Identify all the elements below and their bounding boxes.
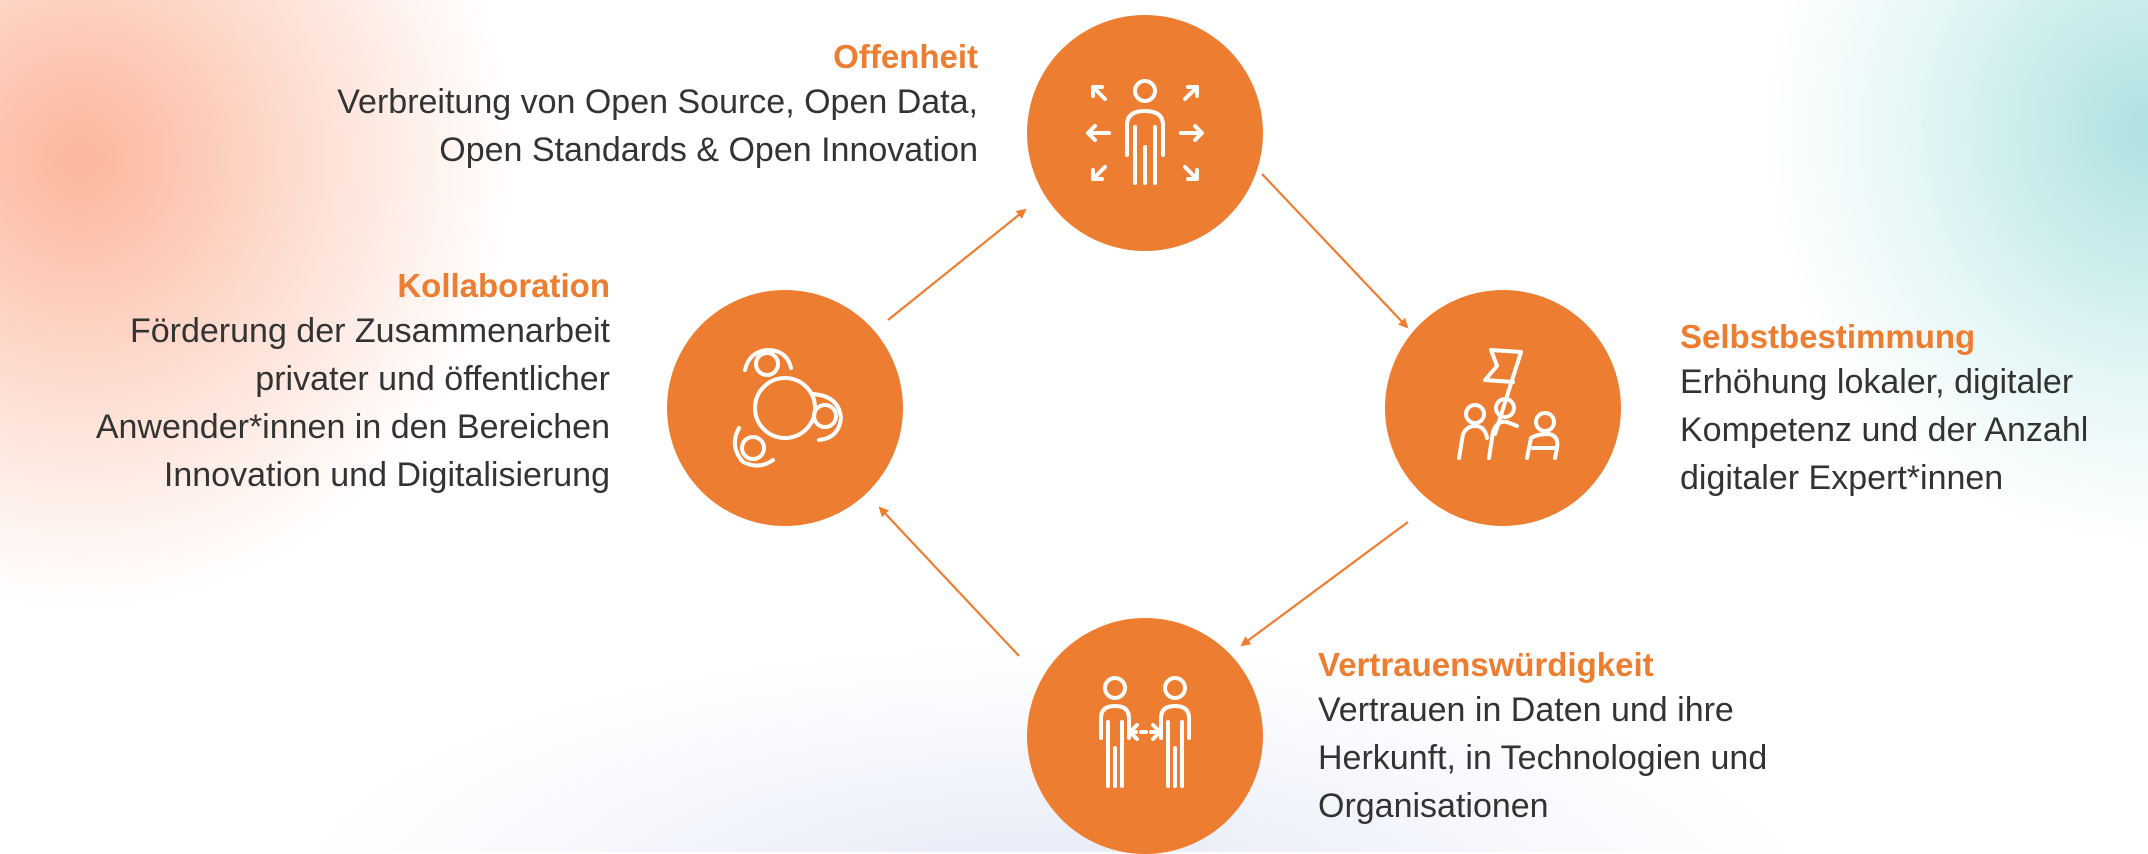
selbstbestimmung-line-2: Kompetenz und der Anzahl	[1680, 411, 2089, 449]
vertrauenswuerdigkeit-title: Vertrauenswürdigkeit	[1318, 646, 1654, 683]
kollaboration-line-2: privater und öffentlicher	[255, 360, 610, 398]
offenheit-line-1: Verbreitung von Open Source, Open Data,	[337, 83, 978, 121]
arrow-selbstbestimmung-to-vertrauen	[1240, 521, 1409, 647]
flag-team-icon	[1457, 348, 1560, 460]
people-spread-arrows-icon	[1086, 79, 1204, 185]
offenheit-line-2: Open Standards & Open Innovation	[439, 131, 978, 169]
selbstbestimmung-line-3: digitaler Expert*innen	[1680, 459, 2004, 497]
selbstbestimmung-text: Selbstbestimmung Erhöhung lokaler, digit…	[1680, 316, 2088, 502]
vertrauenswuerdigkeit-line-1: Vertrauen in Daten und ihre	[1318, 691, 1734, 729]
arrow-offenheit-to-selbstbestimmung	[1261, 173, 1409, 329]
arrow-vertrauen-to-kollaboration	[878, 506, 1020, 657]
selbstbestimmung-circle	[1385, 290, 1621, 526]
selbstbestimmung-line-1: Erhöhung lokaler, digitaler	[1680, 363, 2074, 401]
vertrauenswuerdigkeit-line-2: Herkunft, in Technologien und	[1318, 739, 1768, 777]
selbstbestimmung-title: Selbstbestimmung	[1680, 318, 1976, 355]
kollaboration-text: Kollaboration Förderung der Zusammenarbe…	[96, 265, 610, 499]
arrow-kollaboration-to-offenheit	[887, 208, 1027, 321]
kollaboration-circle	[667, 290, 903, 526]
kollaboration-line-4: Innovation und Digitalisierung	[163, 456, 610, 494]
offenheit-circle	[1027, 15, 1263, 251]
kollaboration-line-3: Anwender*innen in den Bereichen	[95, 408, 610, 446]
vertrauenswuerdigkeit-circle	[1027, 618, 1263, 854]
kollaboration-title: Kollaboration	[397, 267, 610, 304]
two-people-exchange-icon	[1099, 676, 1191, 788]
team-circle-icon	[732, 348, 843, 468]
vertrauenswuerdigkeit-text: Vertrauenswürdigkeit Vertrauen in Daten …	[1318, 644, 1767, 830]
vertrauenswuerdigkeit-line-3: Organisationen	[1318, 787, 1549, 825]
offenheit-title: Offenheit	[833, 38, 978, 75]
offenheit-text: Offenheit Verbreitung von Open Source, O…	[337, 36, 978, 174]
kollaboration-line-1: Förderung der Zusammenarbeit	[129, 312, 610, 350]
